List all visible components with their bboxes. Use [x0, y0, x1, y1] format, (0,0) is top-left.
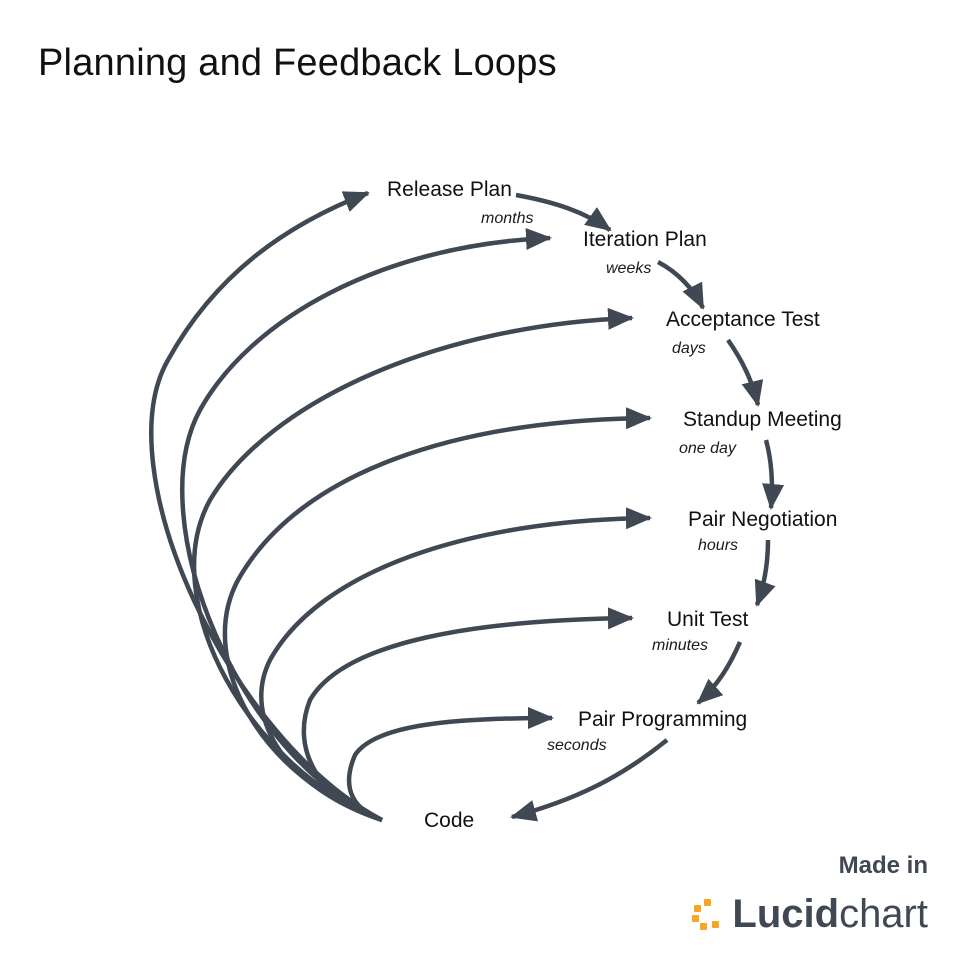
- duration-hours: hours: [698, 537, 738, 554]
- forward-arrow-acceptance-to-standup: [726, 338, 764, 407]
- forward-arrow-negotiation-to-unittest: [754, 539, 776, 607]
- stage-unit-test: Unit Test: [667, 608, 748, 631]
- feedback-arrow-unit-test: [301, 607, 634, 823]
- forward-arrow-pairprog-to-code: [510, 738, 669, 822]
- stage-iteration-plan: Iteration Plan: [583, 228, 707, 251]
- page-title: Planning and Feedback Loops: [38, 42, 557, 84]
- feedback-arrow-standup-meeting: [222, 407, 652, 823]
- feedback-arrow-pair-negotiation: [259, 507, 652, 823]
- duration-weeks: weeks: [606, 260, 651, 277]
- forward-arrows: [510, 192, 785, 822]
- lucidchart-logo-text-bold: Lucid: [732, 892, 840, 936]
- duration-seconds: seconds: [547, 737, 607, 754]
- feedback-arrows: [149, 190, 652, 823]
- feedback-arrow-release-plan: [149, 190, 384, 822]
- forward-arrow-standup-to-negotiation: [762, 439, 785, 510]
- duration-minutes: minutes: [652, 637, 708, 654]
- feedback-arrow-iteration-plan: [180, 228, 552, 823]
- forward-arrow-iteration-to-acceptance: [656, 260, 706, 310]
- duration-days: days: [672, 340, 706, 357]
- stage-labels: Release Plan Iteration Plan Acceptance T…: [387, 178, 842, 832]
- duration-one-day: one day: [679, 440, 737, 457]
- lucidchart-logo-text-light: chart: [839, 892, 928, 936]
- stage-release-plan: Release Plan: [387, 178, 512, 201]
- lucidchart-logo-icon: [692, 899, 720, 930]
- forward-arrow-unittest-to-pairprog: [696, 641, 743, 705]
- stage-pair-programming: Pair Programming: [578, 708, 747, 731]
- feedback-arrow-pair-programming: [346, 707, 554, 823]
- stage-pair-negotiation: Pair Negotiation: [688, 508, 837, 531]
- feedback-arrow-acceptance-test: [191, 307, 634, 823]
- stage-code: Code: [424, 809, 474, 832]
- stage-standup-meeting: Standup Meeting: [683, 408, 842, 431]
- made-in-text: Made in: [838, 852, 928, 879]
- duration-months: months: [481, 210, 533, 227]
- duration-labels: months weeks days one day hours minutes …: [481, 210, 738, 754]
- stage-acceptance-test: Acceptance Test: [666, 308, 820, 331]
- forward-arrow-release-to-iteration: [515, 192, 612, 232]
